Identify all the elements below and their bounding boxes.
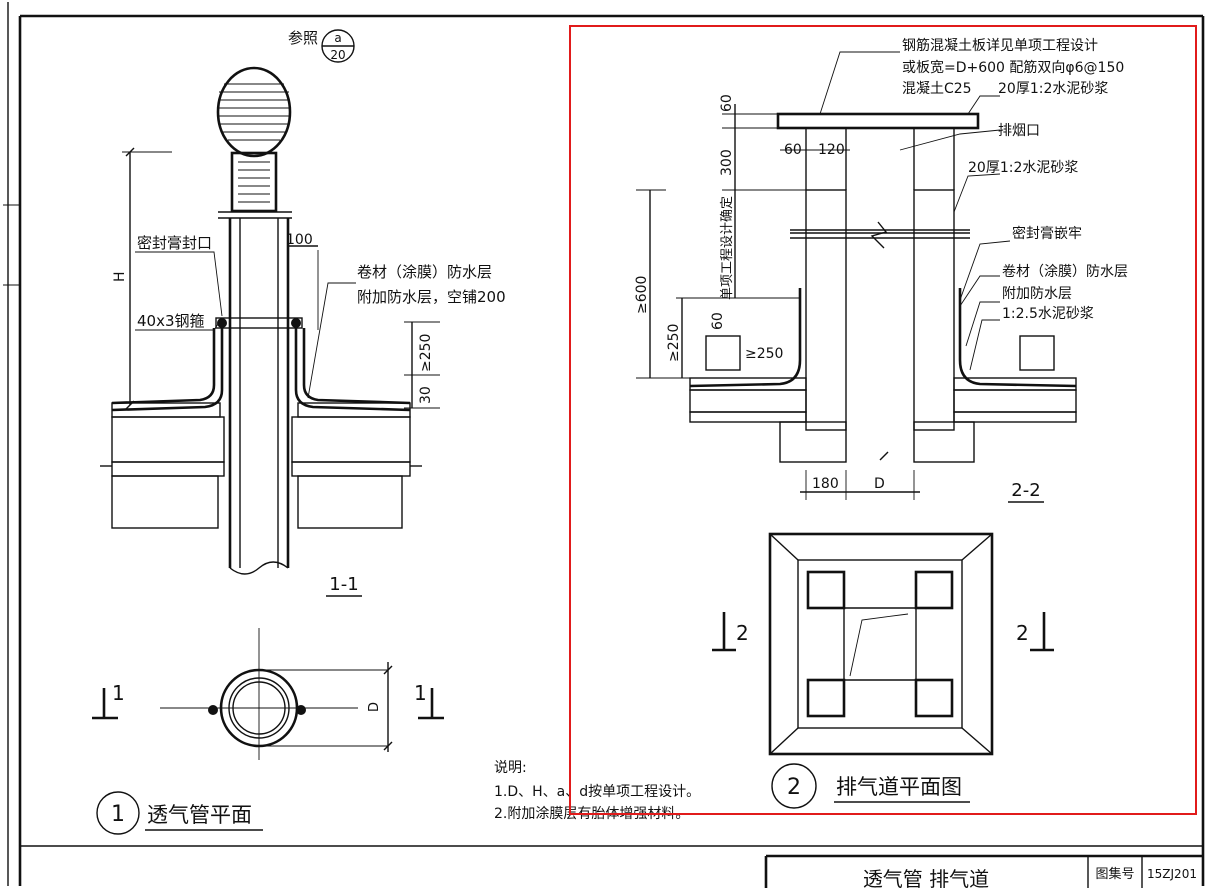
detail-number-1: 1 bbox=[111, 802, 125, 827]
label-seal-embed: 密封膏嵌牢 bbox=[1012, 225, 1082, 242]
label-mortar-25: 1:2.5水泥砂浆 bbox=[1002, 306, 1094, 322]
dim-ge250-b: ≥250 bbox=[745, 346, 783, 362]
label-smoke-outlet: 排烟口 bbox=[998, 123, 1040, 139]
detail-number-circle-2 bbox=[771, 763, 817, 809]
pipe-plan bbox=[92, 628, 444, 760]
cut-mark-2-left: 2 bbox=[736, 621, 749, 645]
dim-100: 100 bbox=[286, 232, 313, 248]
label-sealant: 密封膏封口 bbox=[137, 234, 212, 252]
drawing-name: 透气管 排气道 bbox=[863, 867, 989, 888]
detail-number-circle-1 bbox=[96, 791, 140, 835]
title-detail-1: 透气管平面 bbox=[147, 803, 252, 827]
label-additional-d1: 附加防水层，空铺200 bbox=[357, 288, 506, 306]
dim-60-low: 60 bbox=[710, 312, 726, 330]
label-membrane-d2: 卷材（涂膜）防水层 bbox=[1002, 264, 1128, 280]
label-membrane-d1: 卷材（涂膜）防水层 bbox=[357, 263, 492, 281]
highlight-box bbox=[569, 25, 1197, 815]
slab-note-3: 混凝土C25 bbox=[902, 81, 972, 97]
exhaust-plan bbox=[712, 532, 1054, 756]
detail-number-2: 2 bbox=[787, 775, 801, 800]
dim-180: 180 bbox=[812, 476, 839, 492]
reference-label: 参照 bbox=[288, 29, 318, 47]
reference-top: a bbox=[334, 31, 341, 45]
dim-ge600: ≥600 bbox=[634, 276, 650, 314]
label-mortar-top: 20厚1:2水泥砂浆 bbox=[998, 81, 1108, 97]
note-vertical: 单项工程设计确定 bbox=[720, 196, 735, 300]
label-steel-hoop: 40x3钢箍 bbox=[137, 312, 205, 330]
dim-60-left: 60 bbox=[784, 142, 802, 158]
dim-ge250-d1: ≥250 bbox=[418, 334, 434, 372]
cut-mark-1-left: 1 bbox=[112, 681, 125, 705]
plan-dim-D-1: D bbox=[367, 702, 382, 712]
exhaust-duct-section bbox=[636, 51, 1077, 500]
notes-heading: 说明: bbox=[494, 760, 527, 776]
dim-D-2: D bbox=[874, 476, 885, 492]
dim-60-top: 60 bbox=[719, 94, 735, 112]
dim-30: 30 bbox=[418, 386, 434, 404]
reference-bottom: 20 bbox=[330, 48, 345, 62]
section-2-2: 2-2 bbox=[1011, 480, 1040, 501]
label-additional-d2: 附加防水层 bbox=[1002, 286, 1072, 302]
slab-note-2: 或板宽=D+600 配筋双向φ6@150 bbox=[902, 59, 1124, 76]
label-mortar-side: 20厚1:2水泥砂浆 bbox=[968, 160, 1078, 176]
atlas-number: 15ZJ201 bbox=[1147, 867, 1197, 881]
atlas-label: 图集号 bbox=[1095, 866, 1134, 882]
slab-note-1: 钢筋混凝土板详见单项工程设计 bbox=[902, 37, 1098, 54]
title-detail-2: 排气道平面图 bbox=[836, 775, 962, 799]
cut-mark-2-right: 2 bbox=[1016, 621, 1029, 645]
dim-120: 120 bbox=[818, 142, 845, 158]
dim-ge250-a: ≥250 bbox=[666, 324, 682, 362]
dim-300: 300 bbox=[719, 149, 735, 176]
vent-pipe-section bbox=[100, 66, 440, 575]
cut-mark-1-right: 1 bbox=[414, 681, 427, 705]
dim-H: H bbox=[112, 271, 128, 282]
section-1-1: 1-1 bbox=[329, 574, 358, 595]
reference-bubble bbox=[321, 29, 355, 63]
notes-line-1: 1.D、H、a、d按单项工程设计。 bbox=[494, 784, 700, 800]
title-block bbox=[764, 854, 1203, 888]
